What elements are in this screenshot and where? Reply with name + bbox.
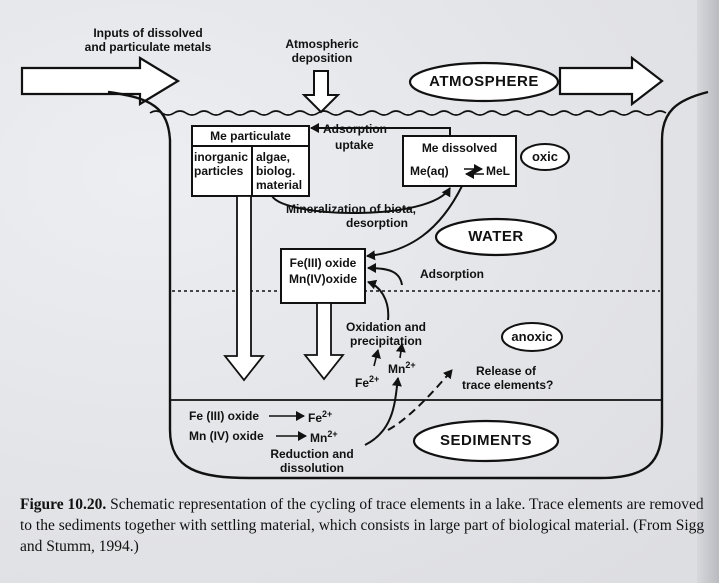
me-dissolved-title: Me dissolved xyxy=(421,141,498,155)
atmosphere-label: ATMOSPHERE xyxy=(429,73,539,90)
water-surface xyxy=(149,110,667,116)
dissolved-to-oxide-arrow xyxy=(366,185,463,261)
atmosphere-ellipse xyxy=(408,61,560,103)
anoxic-label: anoxic xyxy=(511,329,553,344)
sediments-ellipse xyxy=(412,419,560,463)
sediments-label: SEDIMENTS xyxy=(439,432,532,449)
oxidation-arrow xyxy=(367,279,390,321)
figure-caption: Figure 10.20. Schematic representation o… xyxy=(20,494,710,557)
release-arrow xyxy=(387,369,453,431)
caption-text: Schematic representation of the cycling … xyxy=(20,496,705,555)
figure-number: Figure 10.20. xyxy=(20,496,107,513)
oxic-label: oxic xyxy=(531,149,558,164)
fe-oxide-label: Fe(III) oxide xyxy=(289,256,357,270)
sed-fe-oxide-label: Fe (III) oxide xyxy=(189,409,260,423)
mn-oxide-label: Mn(IV)oxide xyxy=(289,272,357,286)
adsorption-arrow xyxy=(367,263,403,286)
anoxic-ellipse xyxy=(501,322,563,352)
deposition-arrow xyxy=(301,70,341,114)
me-particulate-box xyxy=(191,125,310,197)
adsorption-uptake-arrow xyxy=(310,123,451,136)
sed-fe2-label: Fe2+ xyxy=(308,409,333,425)
me-aq-label: Me(aq) xyxy=(410,164,449,178)
sed-mn-oxide-label: Mn (IV) oxide xyxy=(189,429,264,443)
reduction-arrow xyxy=(364,377,402,446)
adsorption-label: Adsorption xyxy=(420,267,484,281)
lake-basin xyxy=(107,90,709,480)
me-dissolved-box xyxy=(402,135,517,187)
settling-arrow-2 xyxy=(303,302,345,381)
sed-mn2-label: Mn2+ xyxy=(310,429,338,445)
oxic-ellipse xyxy=(520,143,570,171)
inflow-arrow xyxy=(20,56,181,106)
mineralization-label: Mineralization of biota,desorption xyxy=(286,202,417,230)
mineralization-arrow xyxy=(271,187,451,215)
mel-label: MeL xyxy=(486,164,510,178)
water-ellipse xyxy=(434,217,558,257)
settling-arrow-1 xyxy=(223,195,265,382)
page-edge-shadow xyxy=(697,0,719,583)
water-label: WATER xyxy=(468,228,524,245)
algae-label: algae,biolog.material xyxy=(256,150,303,192)
mn2-ion-label: Mn2+ xyxy=(388,360,416,376)
outflow-arrow xyxy=(558,55,664,107)
fe2-ion-label: Fe2+ xyxy=(355,374,380,390)
me-particulate-title: Me particulate xyxy=(210,129,291,143)
